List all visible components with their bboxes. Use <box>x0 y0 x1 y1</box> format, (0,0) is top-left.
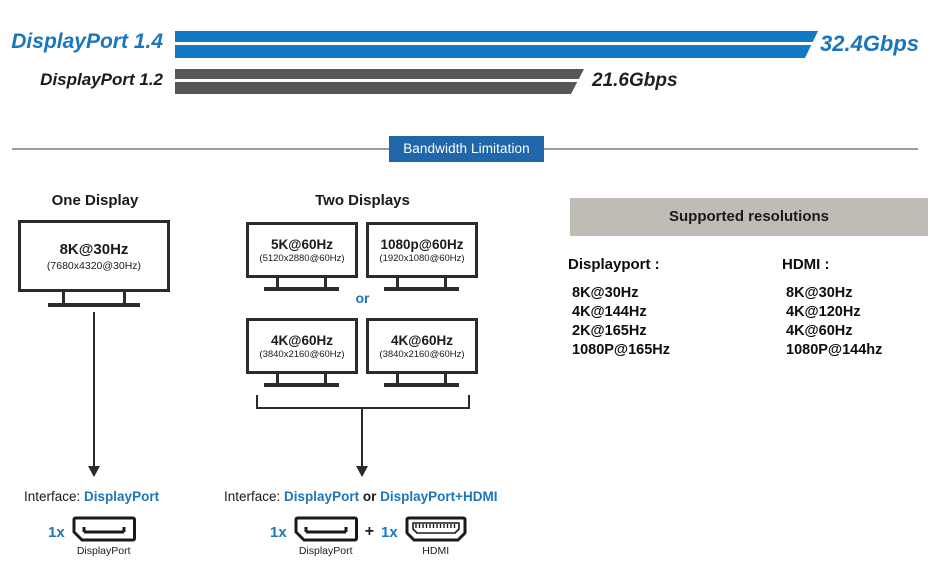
arrow-down-one-display <box>93 312 95 467</box>
column-header: HDMI : <box>782 256 830 273</box>
resolution-list: 8K@30Hz 4K@120Hz 4K@60Hz 1080P@144hz <box>782 284 882 360</box>
connector-row-one-display: 1x DisplayPort <box>48 516 136 557</box>
monitor-resolution-detail: (5120x2880@60Hz) <box>259 252 345 264</box>
monitor-resolution-main: 4K@60Hz <box>271 332 333 348</box>
connector-name: HDMI <box>422 545 450 557</box>
connector-name: DisplayPort <box>76 545 131 557</box>
monitor-screen: 4K@60Hz (3840x2160@60Hz) <box>246 318 358 374</box>
monitor-base <box>384 287 459 291</box>
bar-label-dp14: DisplayPort 1.4 <box>11 30 163 53</box>
bracket-span <box>256 407 470 409</box>
connector-count: 1x <box>270 524 287 541</box>
monitor-leg <box>444 278 447 287</box>
monitor-leg <box>324 374 327 383</box>
monitor-resolution-main: 8K@30Hz <box>59 240 129 258</box>
monitor-pair-b-left: 4K@60Hz (3840x2160@60Hz) <box>246 318 358 388</box>
monitor-screen: 4K@60Hz (3840x2160@60Hz) <box>366 318 478 374</box>
monitor-leg <box>62 292 65 303</box>
monitor-one-display: 8K@30Hz (7680x4320@30Hz) <box>18 220 170 308</box>
interface-prefix: Interface: <box>224 489 285 504</box>
connector-count: 1x <box>48 524 65 541</box>
monitor-leg <box>123 292 126 303</box>
hdmi-icon <box>405 516 467 542</box>
interface-prefix: Interface: <box>24 489 85 504</box>
supported-resolutions-header: Supported resolutions <box>570 198 928 236</box>
monitor-resolution-detail: (7680x4320@30Hz) <box>46 259 142 272</box>
list-item: 8K@30Hz <box>572 285 639 301</box>
interface-conjunction: or <box>359 489 381 504</box>
arrow-head-icon <box>356 466 368 477</box>
bar-highlight-line <box>175 79 584 82</box>
interface-value-secondary: DisplayPort+HDMI <box>380 489 498 504</box>
bandwidth-bar-dp12 <box>175 69 584 94</box>
bandwidth-limitation-banner: Bandwidth Limitation <box>389 136 544 162</box>
column-header: Displayport : <box>568 256 660 273</box>
monitor-base <box>264 383 339 387</box>
monitor-screen: 1080p@60Hz (1920x1080@60Hz) <box>366 222 478 278</box>
displayport-icon <box>294 516 358 542</box>
bracket-right-tick <box>468 395 470 409</box>
monitor-resolution-detail: (1920x1080@60Hz) <box>379 252 465 264</box>
monitor-resolution-main: 4K@60Hz <box>391 332 453 348</box>
monitor-screen: 8K@30Hz (7680x4320@30Hz) <box>18 220 170 292</box>
monitor-pair-a-left: 5K@60Hz (5120x2880@60Hz) <box>246 222 358 292</box>
monitor-leg <box>276 374 279 383</box>
monitor-base <box>384 383 459 387</box>
supported-column-displayport: Displayport : 8K@30Hz 4K@144Hz 2K@165Hz … <box>568 256 670 360</box>
monitor-leg <box>396 374 399 383</box>
list-item: 4K@144Hz <box>572 304 647 320</box>
plus-symbol: + <box>364 523 375 540</box>
monitor-stand <box>366 278 478 292</box>
list-item: 4K@120Hz <box>786 304 861 320</box>
connector-name: DisplayPort <box>298 545 353 557</box>
resolution-list: 8K@30Hz 4K@144Hz 2K@165Hz 1080P@165Hz <box>568 284 670 360</box>
monitor-base <box>264 287 339 291</box>
bar-value-dp12: 21.6Gbps <box>592 70 678 91</box>
list-item: 8K@30Hz <box>786 285 853 301</box>
list-item: 1080P@144hz <box>786 342 883 358</box>
list-item: 1080P@165Hz <box>572 342 670 358</box>
connector-displayport: DisplayPort <box>294 516 358 557</box>
arrow-down-two-displays <box>361 407 363 467</box>
connector-displayport: DisplayPort <box>72 516 136 557</box>
monitor-pair-b-right: 4K@60Hz (3840x2160@60Hz) <box>366 318 478 388</box>
monitor-resolution-main: 1080p@60Hz <box>380 236 464 252</box>
bar-highlight-line <box>175 42 818 45</box>
bar-label-dp12: DisplayPort 1.2 <box>40 70 163 89</box>
interface-label-two-displays: Interface: DisplayPort or DisplayPort+HD… <box>224 489 498 504</box>
interface-value: DisplayPort <box>84 489 160 504</box>
bandwidth-bar-dp14 <box>175 31 818 58</box>
monitor-screen: 5K@60Hz (5120x2880@60Hz) <box>246 222 358 278</box>
list-item: 2K@165Hz <box>572 323 647 339</box>
connector-row-two-displays: 1x DisplayPort + 1x <box>270 516 467 557</box>
section-title-one-display: One Display <box>51 192 139 209</box>
monitor-stand <box>246 278 358 292</box>
or-separator-label: or <box>355 290 370 306</box>
interface-value-primary: DisplayPort <box>284 489 360 504</box>
supported-column-hdmi: HDMI : 8K@30Hz 4K@120Hz 4K@60Hz 1080P@14… <box>782 256 882 360</box>
list-item: 4K@60Hz <box>786 323 853 339</box>
monitor-stand <box>366 374 478 388</box>
displayport-icon <box>72 516 136 542</box>
bar-value-dp14: 32.4Gbps <box>820 31 920 56</box>
monitor-resolution-detail: (3840x2160@60Hz) <box>259 348 345 360</box>
monitor-resolution-detail: (3840x2160@60Hz) <box>379 348 465 360</box>
section-title-two-displays: Two Displays <box>315 192 410 209</box>
arrow-head-icon <box>88 466 100 477</box>
monitor-stand <box>246 374 358 388</box>
connector-count: 1x <box>381 524 398 541</box>
monitor-base <box>48 303 140 307</box>
monitor-leg <box>324 278 327 287</box>
monitor-leg <box>276 278 279 287</box>
monitor-stand <box>18 292 170 308</box>
monitor-pair-a-right: 1080p@60Hz (1920x1080@60Hz) <box>366 222 478 292</box>
interface-label-one-display: Interface: DisplayPort <box>24 489 159 504</box>
monitor-leg <box>444 374 447 383</box>
monitor-leg <box>396 278 399 287</box>
connector-hdmi: HDMI <box>405 516 467 557</box>
bracket-left-tick <box>256 395 258 409</box>
monitor-resolution-main: 5K@60Hz <box>271 236 333 252</box>
